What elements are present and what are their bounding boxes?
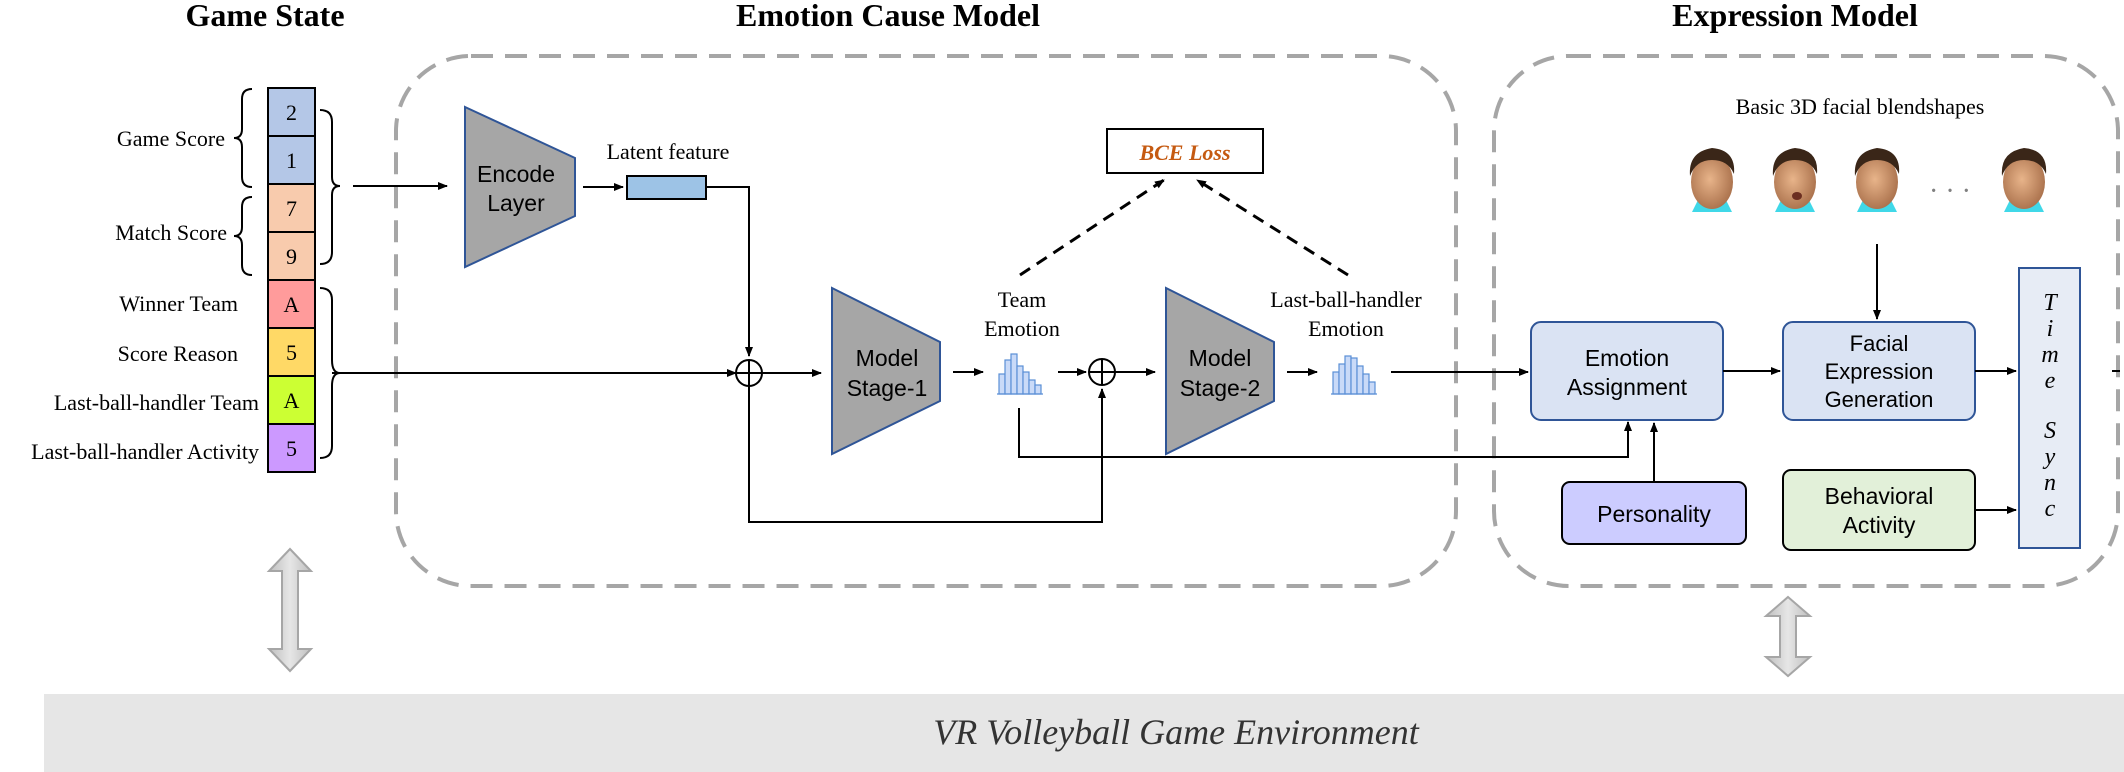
time-sync-letter: m: [2041, 342, 2058, 368]
time-sync-letter: n: [2044, 470, 2056, 496]
vr-environment-label: VR Volleyball Game Environment: [933, 712, 1420, 752]
game-state-stack: 2 1 7 9 A 5 A 5: [267, 87, 316, 473]
label-team-emotion-line2: Emotion: [984, 316, 1060, 341]
label-team-emotion-line1: Team: [998, 287, 1047, 312]
cell-game-score-1-value: 2: [286, 100, 297, 125]
bce-loss-label: BCE Loss: [1138, 140, 1230, 165]
model-stage-2-line2: Stage-2: [1180, 375, 1261, 401]
time-sync-letter: S: [2044, 418, 2056, 444]
encode-layer-line2: Layer: [487, 190, 545, 216]
label-winner-team: Winner Team: [119, 291, 238, 316]
double-arrow-right: [1763, 595, 1813, 678]
facial-expression-line1: Facial: [1850, 331, 1909, 356]
encode-layer: [464, 105, 576, 269]
face-icon: [1854, 148, 1900, 212]
cell-match-score-2-value: 9: [286, 244, 297, 269]
model-stage-2: [1165, 286, 1275, 456]
time-sync-letter: y: [2043, 444, 2056, 470]
cell-lbh-team: [267, 375, 316, 425]
label-match-score: Match Score: [115, 220, 227, 245]
label-lbh-team: Last-ball-handler Team: [54, 390, 259, 415]
label-game-score: Game Score: [117, 126, 225, 151]
sum-node-1: [735, 359, 763, 387]
behavioral-activity-line1: Behavioral: [1825, 483, 1934, 509]
bce-loss-box: [1106, 128, 1264, 174]
sum-node-2: [1088, 358, 1116, 386]
blendshape-ellipsis: · · ·: [1929, 176, 1971, 207]
arrow-team-to-bce: [1019, 178, 1165, 277]
model-stage-1-line1: Model: [856, 345, 919, 371]
cell-lbh-activity: [267, 423, 316, 473]
label-latent-feature: Latent feature: [607, 139, 730, 164]
brace-scores-right: [319, 109, 341, 265]
facial-expression-line3: Generation: [1825, 387, 1934, 412]
cell-score-reason: [267, 327, 316, 377]
cell-match-score-1-value: 7: [286, 196, 297, 221]
behavioral-activity-box: [1782, 469, 1976, 551]
behavioral-activity-line2: Activity: [1843, 512, 1916, 538]
time-sync-letter: i: [2047, 316, 2054, 342]
cell-match-score-2: [267, 231, 316, 281]
face-icon: [1689, 148, 1735, 212]
label-lbh-activity: Last-ball-handler Activity: [31, 439, 259, 464]
emotion-cause-container: [394, 54, 1458, 588]
team-emotion-histogram: [997, 353, 1043, 395]
cell-game-score-1: [267, 87, 316, 137]
arrow-team-to-assignment: [1018, 408, 1632, 458]
title-game-state: Game State: [185, 0, 344, 33]
emotion-assignment-box: [1530, 321, 1724, 421]
brace-match-score: [233, 196, 253, 276]
arrow-latent-to-sum1: [706, 186, 753, 357]
time-sync-letter: T: [2043, 290, 2058, 316]
emotion-assignment-line2: Assignment: [1567, 374, 1688, 400]
cell-game-score-2: [267, 135, 316, 185]
personality-label: Personality: [1597, 501, 1711, 527]
vr-environment-band: [44, 694, 2124, 772]
face-icon: [1772, 148, 1818, 212]
model-stage-2-line1: Model: [1189, 345, 1252, 371]
blendshape-heads: · · ·: [1689, 148, 2047, 212]
lbh-emotion-histogram: [1331, 355, 1377, 395]
cell-lbh-team-value: A: [284, 388, 300, 413]
cell-winner-team-value: A: [284, 292, 300, 317]
arrow-skip-to-sum2: [748, 386, 1106, 523]
cell-score-reason-value: 5: [286, 340, 297, 365]
time-sync-label: T i m e S y n c: [2041, 290, 2058, 522]
cell-winner-team: [267, 279, 316, 329]
cell-lbh-activity-value: 5: [286, 436, 297, 461]
time-sync-letter: e: [2045, 368, 2056, 394]
label-lbh-emotion-line2: Emotion: [1308, 316, 1384, 341]
model-stage-1-line2: Stage-1: [847, 375, 928, 401]
label-lbh-emotion-line1: Last-ball-handler: [1270, 287, 1422, 312]
time-sync-box: [2018, 267, 2081, 549]
facial-expression-line2: Expression: [1825, 359, 1934, 384]
title-emotion-cause-model: Emotion Cause Model: [736, 0, 1040, 33]
emotion-assignment-line1: Emotion: [1585, 345, 1669, 371]
expression-model-container: [1492, 54, 2120, 588]
face-icon: [2001, 148, 2047, 212]
title-expression-model: Expression Model: [1672, 0, 1918, 33]
label-score-reason: Score Reason: [118, 341, 238, 366]
brace-game-score: [233, 88, 253, 188]
cell-game-score-2-value: 1: [286, 148, 297, 173]
label-blendshapes: Basic 3D facial blendshapes: [1736, 94, 1985, 119]
model-stage-1: [831, 286, 941, 456]
encode-layer-line1: Encode: [477, 161, 555, 187]
double-arrow-left: [266, 547, 314, 673]
time-sync-letter: c: [2045, 496, 2056, 522]
arrow-lbh-to-bce: [1196, 178, 1349, 277]
latent-feature-bar: [626, 175, 707, 200]
